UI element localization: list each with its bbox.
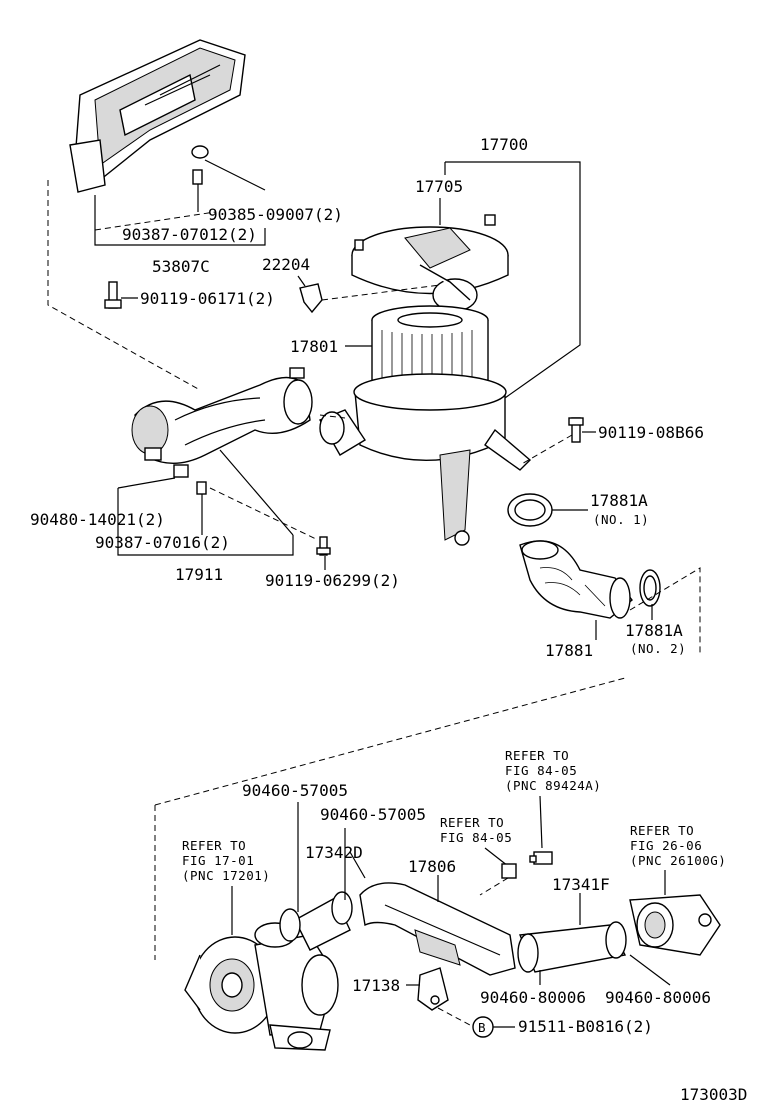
ref-84-05-a-line1: REFER TO <box>505 748 569 763</box>
label-90385-09007: 90385-09007(2) <box>208 205 343 224</box>
label-17700: 17700 <box>480 135 528 154</box>
hose-17342d-drawing <box>279 891 353 951</box>
ref-26-06-line1: REFER TO <box>630 823 694 838</box>
label-90387-07016: 90387-07016(2) <box>95 533 230 552</box>
manifold-cover-drawing <box>69 39 246 193</box>
ref-84-05-a-line2: FIG 84-05 <box>505 763 577 778</box>
label-90480-14021: 90480-14021(2) <box>30 510 165 529</box>
bolt-90119-06171-drawing <box>104 281 122 309</box>
air-cleaner-case-drawing <box>318 373 532 546</box>
label-90119-06171: 90119-06171(2) <box>140 289 275 308</box>
clip-22204-drawing <box>299 283 323 314</box>
figure-id: 173003D <box>680 1085 747 1104</box>
bolt-90119-08b66-drawing <box>568 417 584 443</box>
label-17881a-no1-note: (NO. 1) <box>593 512 649 527</box>
label-90460-80006-a: 90460-80006 <box>480 988 586 1007</box>
label-90460-57005-b: 90460-57005 <box>320 805 426 824</box>
grommet-drawing <box>191 145 209 185</box>
ref-17-01-line3: (PNC 17201) <box>182 868 270 883</box>
label-90119-06299: 90119-06299(2) <box>265 571 400 590</box>
label-90460-80006-b: 90460-80006 <box>605 988 711 1007</box>
grommet-90387-drawing <box>196 481 207 495</box>
label-17881a-no2-note: (NO. 2) <box>630 641 686 656</box>
label-90460-57005-a: 90460-57005 <box>242 781 348 800</box>
label-17801: 17801 <box>290 337 338 356</box>
label-17705: 17705 <box>415 177 463 196</box>
ref-17-01-line2: FIG 17-01 <box>182 853 254 868</box>
label-17341f: 17341F <box>552 875 610 894</box>
callout-b-marker: B <box>472 1016 494 1038</box>
label-91511-b0816: 91511-B0816(2) <box>518 1017 653 1036</box>
throttle-body-26100g-drawing <box>629 894 721 956</box>
pipe-17806-drawing <box>359 882 516 976</box>
clamp-17881a-no1-drawing <box>507 493 553 527</box>
hose-17341f-drawing <box>517 921 627 973</box>
ref-84-05-a-line3: (PNC 89424A) <box>505 778 601 793</box>
turbocharger-drawing <box>184 922 339 1051</box>
label-22204: 22204 <box>262 255 310 274</box>
label-17881a-no1: 17881A <box>590 491 648 510</box>
label-17881a-no2: 17881A <box>625 621 683 640</box>
ref-17-01-line1: REFER TO <box>182 838 246 853</box>
grommet-90480-drawing <box>173 464 189 478</box>
ref-26-06-line3: (PNC 26100G) <box>630 853 726 868</box>
label-17806: 17806 <box>408 857 456 876</box>
ref-26-06-line2: FIG 26-06 <box>630 838 702 853</box>
grommet-84-05-drawing <box>501 863 517 879</box>
label-17911: 17911 <box>175 565 223 584</box>
bracket-17138-drawing <box>417 967 449 1011</box>
ref-84-05-b-line1: REFER TO <box>440 815 504 830</box>
inlet-hose-17911-drawing <box>131 367 313 464</box>
clamp-17881a-no2-drawing <box>639 569 661 607</box>
svg-text:B: B <box>478 1020 486 1035</box>
label-17881: 17881 <box>545 641 593 660</box>
label-90387-07012: 90387-07012(2) <box>122 225 257 244</box>
air-cleaner-cap-drawing <box>351 214 509 312</box>
hose-17881-drawing <box>519 540 633 619</box>
label-17342d: 17342D <box>305 843 363 862</box>
ref-84-05-b-line2: FIG 84-05 <box>440 830 512 845</box>
label-90119-08b66: 90119-08B66 <box>598 423 704 442</box>
label-53807c: 53807C <box>152 257 210 276</box>
label-17138: 17138 <box>352 976 400 995</box>
bolt-90119-06299-drawing <box>316 536 331 556</box>
sensor-89424a-drawing <box>529 851 553 865</box>
